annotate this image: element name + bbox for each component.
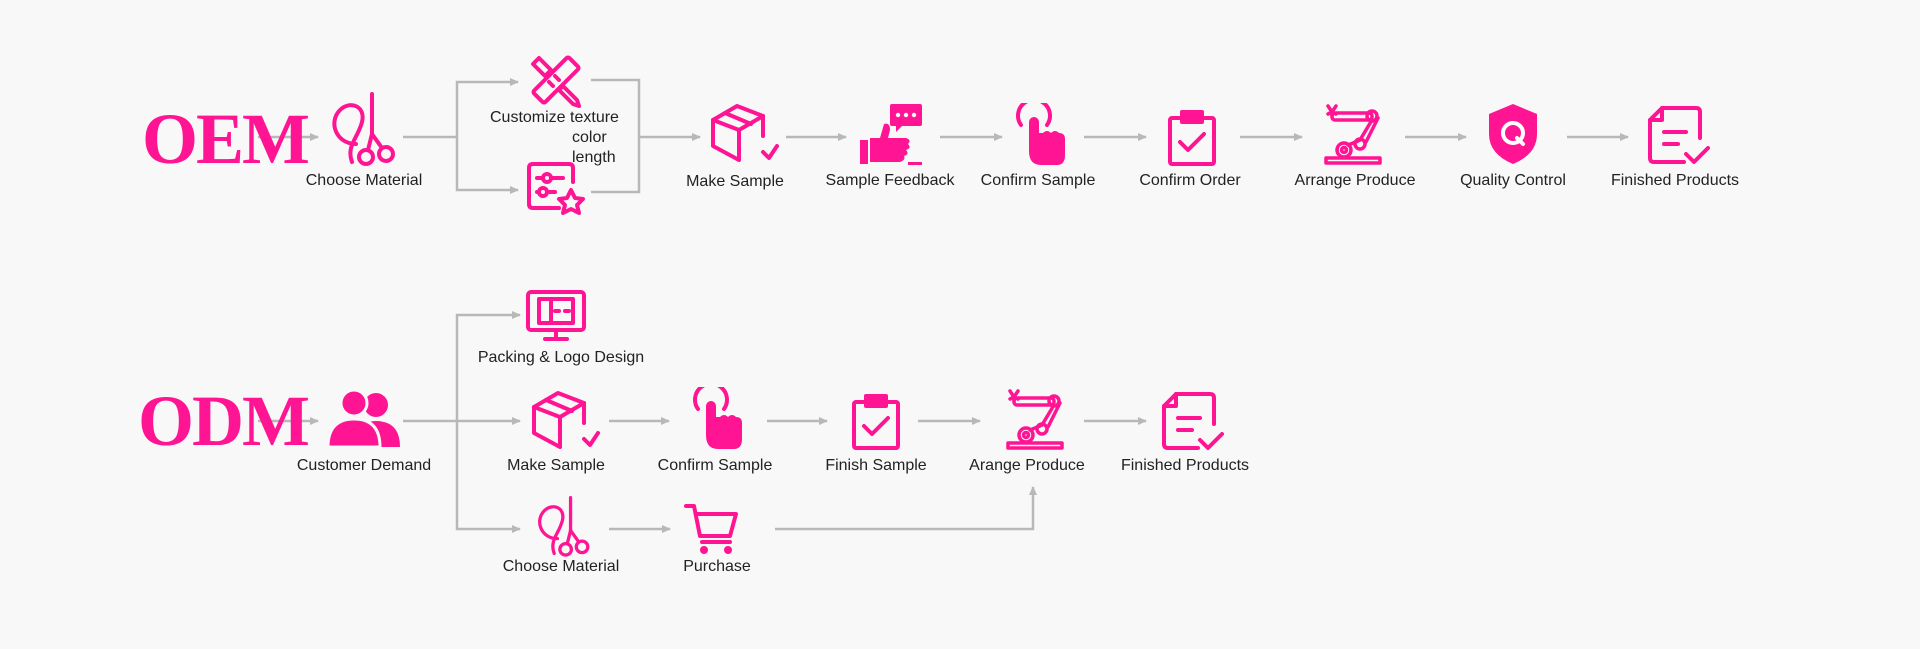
odm-title: ODM	[138, 381, 310, 461]
oem-make-sample-label: Make Sample	[686, 173, 784, 190]
shopping-cart-icon	[684, 504, 738, 554]
thumbs-up-rating-icon	[860, 104, 922, 165]
odm-choose-material-label: Choose Material	[502, 558, 620, 575]
oem-branch-line-lower	[455, 137, 519, 194]
scissors-thread-icon	[538, 496, 590, 557]
odm-purchase-to-produce-line	[775, 486, 1037, 531]
finger-tap-icon	[693, 387, 742, 449]
users-icon	[326, 389, 400, 449]
odm-branch-up	[455, 311, 521, 421]
monitor-layout-icon	[526, 290, 586, 341]
odm-arange-produce-label: Arange Produce	[969, 457, 1085, 474]
scissors-thread-icon	[332, 92, 395, 166]
oem-branch-line	[403, 78, 519, 139]
document-check-icon	[1162, 392, 1224, 450]
document-check-icon	[1648, 106, 1710, 164]
odm-finish-sample-label: Finish Sample	[825, 457, 927, 474]
odm-customer-demand-label: Customer Demand	[296, 457, 432, 474]
odm-confirm-sample-label: Confirm Sample	[657, 457, 773, 474]
odm-branch-down	[455, 421, 521, 533]
oem-sample-feedback-label: Sample Feedback	[825, 172, 955, 189]
odm-packing-logo-label: Packing & Logo Design	[477, 349, 645, 366]
oem-arrange-produce-label: Arrange Produce	[1294, 172, 1416, 189]
oem-choose-material-label: Choose Material	[305, 172, 423, 189]
clipboard-check-icon	[852, 394, 900, 450]
oem-title: OEM	[142, 99, 310, 179]
oem-confirm-order-label: Confirm Order	[1139, 172, 1241, 189]
robot-arm-icon	[1324, 104, 1382, 165]
odm-purchase-label: Purchase	[683, 558, 751, 575]
odm-make-sample-label: Make Sample	[507, 457, 605, 474]
settings-star-icon	[527, 162, 585, 215]
oem-quality-control-label: Quality Control	[1460, 172, 1566, 189]
odm-finished-products-label: Finished Products	[1120, 457, 1250, 474]
finger-tap-icon	[1016, 103, 1065, 165]
oem-finished-products-label: Finished Products	[1610, 172, 1740, 189]
shield-q-icon	[1489, 104, 1537, 164]
pencil-ruler-icon	[531, 55, 581, 108]
box-check-icon	[532, 391, 600, 449]
clipboard-check-icon	[1168, 110, 1216, 166]
box-check-icon	[711, 104, 779, 162]
oem-confirm-sample-label: Confirm Sample	[980, 172, 1096, 189]
customize-line-2: color	[572, 129, 607, 146]
robot-arm-icon	[1006, 389, 1064, 450]
customize-line-3: length	[572, 149, 616, 166]
customize-line-1: Customize texture	[490, 109, 619, 126]
